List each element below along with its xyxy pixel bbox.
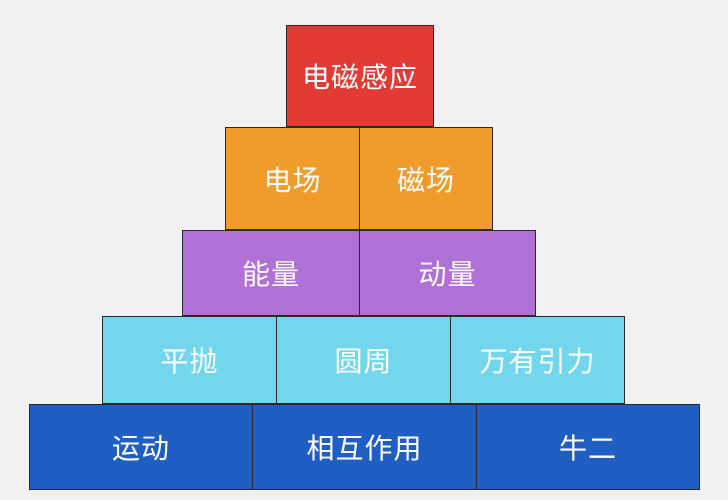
block-motion: 运动 [29, 404, 253, 490]
block-newton-second-law: 牛二 [476, 404, 700, 490]
block-label: 磁场 [396, 163, 455, 197]
block-label: 牛二 [558, 432, 617, 465]
block-interaction: 相互作用 [252, 404, 477, 490]
block-label: 万有引力 [479, 345, 596, 378]
block-magnetic-field: 磁场 [359, 127, 493, 230]
block-circular-motion: 圆周 [276, 316, 451, 404]
block-momentum: 动量 [359, 230, 536, 316]
block-gravitation: 万有引力 [450, 316, 625, 404]
block-label: 动量 [418, 258, 477, 291]
block-electric-field: 电场 [225, 127, 360, 230]
block-energy: 能量 [182, 230, 360, 316]
block-label: 平抛 [160, 345, 219, 378]
block-electromagnetic-induction: 电磁感应 [286, 25, 434, 127]
block-label: 相互作用 [306, 432, 423, 465]
block-label: 电磁感应 [301, 61, 418, 94]
block-label: 圆周 [334, 345, 393, 378]
block-projectile: 平抛 [102, 316, 277, 404]
block-label: 运动 [111, 432, 170, 465]
block-label: 能量 [241, 258, 300, 291]
block-label: 电场 [263, 163, 322, 197]
